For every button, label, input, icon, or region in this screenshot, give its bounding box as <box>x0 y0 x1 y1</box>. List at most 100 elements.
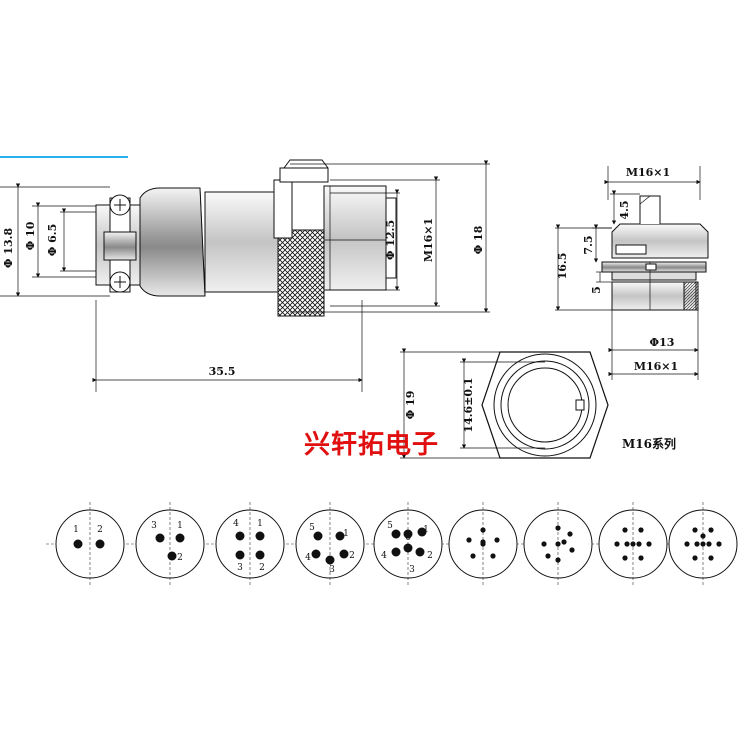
pin-layout-7 <box>448 502 518 586</box>
pin-number-label: 4 <box>233 519 239 529</box>
pin-dot <box>622 555 628 561</box>
pin-dot <box>716 541 722 547</box>
pin-dot <box>700 533 706 539</box>
pin-dot <box>175 533 185 543</box>
dim-socket-5: 5 <box>590 286 603 294</box>
pin-dot <box>692 555 698 561</box>
pin-dot <box>692 527 698 533</box>
pin-number-label: 3 <box>329 565 335 575</box>
pin-dot <box>480 527 486 533</box>
pin-layout-9 <box>598 502 668 586</box>
dim-length-35-5: 35.5 <box>209 365 236 378</box>
dim-phi-18: Φ 18 <box>472 225 485 254</box>
pin-dot <box>630 541 636 547</box>
pin-dot <box>235 550 245 560</box>
pin-dot <box>638 527 644 533</box>
pin-dot <box>494 537 500 543</box>
pin-layout-3: 3 1 2 <box>135 502 205 586</box>
pin-dot <box>555 541 561 547</box>
pin-dot <box>480 539 486 545</box>
dim-socket-phi-13: Φ13 <box>650 336 675 349</box>
pin-layout-8 <box>523 502 593 586</box>
dim-phi-12-5: Φ 12.5 <box>384 220 397 260</box>
dim-socket-7-5: 7.5 <box>582 235 595 254</box>
pin-number-label: 3 <box>151 521 157 531</box>
pin-number-label: 2 <box>427 551 433 561</box>
dim-socket-4-5: 4.5 <box>618 200 631 219</box>
pin-dot <box>624 541 630 547</box>
pin-layout-10 <box>668 502 738 586</box>
pin-dot <box>636 541 642 547</box>
pin-dot <box>541 541 547 547</box>
plug-side-view: Φ 13.8 Φ 10 Φ 6.5 Φ 12.5 M16×1 Φ 18 35.5 <box>0 159 490 392</box>
pin-number-label: 1 <box>73 525 79 535</box>
pin-dot <box>490 553 496 559</box>
pin-dot <box>255 531 265 541</box>
pin-dot <box>614 541 620 547</box>
pin-dot <box>646 541 652 547</box>
pin-dot <box>339 549 349 559</box>
dim-phi-13-8: Φ 13.8 <box>2 228 15 269</box>
pin-dot <box>638 555 644 561</box>
pin-dot <box>470 553 476 559</box>
pin-dot <box>567 531 573 537</box>
dim-socket-m16-top: M16×1 <box>626 166 670 179</box>
brand-text: 兴轩拓电子 <box>304 430 439 460</box>
dim-m16x1: M16×1 <box>422 218 435 262</box>
socket-front-view: Φ 19 14.6±0.1 M16系列 <box>400 348 676 459</box>
pin-dot <box>555 557 561 563</box>
pin-dot <box>391 529 401 539</box>
dim-socket-16-5: 16.5 <box>556 253 569 280</box>
pin-dot <box>391 547 401 557</box>
dim-phi-6-5: Φ 6.5 <box>46 224 59 257</box>
pin-dot <box>708 555 714 561</box>
pin-dot <box>700 541 706 547</box>
pin-number-label: 5 <box>309 523 315 533</box>
pin-dot <box>403 543 413 553</box>
pin-number-label: 2 <box>259 563 265 573</box>
pin-number-label: 6 <box>405 533 411 543</box>
pin-dot <box>325 555 335 565</box>
pin-layout-5: 5 1 4 3 2 <box>295 502 365 586</box>
pin-dot <box>706 541 712 547</box>
pin-number-label: 1 <box>177 521 183 531</box>
pin-number-label: 2 <box>349 551 355 561</box>
pin-dot <box>311 549 321 559</box>
pin-dot <box>313 531 323 541</box>
pin-dot <box>335 531 345 541</box>
pin-number-label: 1 <box>257 519 263 529</box>
dim-front-phi-19: Φ 19 <box>404 391 417 420</box>
pin-dot <box>255 550 265 560</box>
dim-front-14-6: 14.6±0.1 <box>462 377 475 432</box>
pin-number-label: 1 <box>423 525 429 535</box>
pin-dot <box>622 527 628 533</box>
pin-layout-4: 4 1 3 2 <box>215 502 285 586</box>
pin-number-label: 1 <box>343 529 349 539</box>
pin-number-label: 5 <box>387 521 393 531</box>
pin-dot <box>73 539 83 549</box>
pin-dot <box>684 541 690 547</box>
pin-number-label: 4 <box>305 553 311 563</box>
pin-dot <box>403 529 413 539</box>
pin-number-label: 2 <box>177 553 183 563</box>
pin-dot <box>155 533 165 543</box>
pin-dot <box>417 527 427 537</box>
pin-dot <box>95 539 105 549</box>
pin-dot <box>466 537 472 543</box>
pin-dot <box>555 525 561 531</box>
dim-phi-10: Φ 10 <box>24 221 37 250</box>
pin-dot <box>569 547 575 553</box>
series-label: M16系列 <box>622 436 676 451</box>
socket-side-view: M16×1 4.5 7.5 16.5 5 Φ13 M16×1 <box>555 166 709 380</box>
pin-dot <box>694 541 700 547</box>
pin-number-label: 2 <box>97 525 103 535</box>
pin-dot <box>235 531 245 541</box>
pin-dot <box>415 547 425 557</box>
pin-dot <box>708 527 714 533</box>
pin-dot <box>545 553 551 559</box>
pin-number-label: 3 <box>237 563 243 573</box>
pin-dot <box>561 539 567 545</box>
